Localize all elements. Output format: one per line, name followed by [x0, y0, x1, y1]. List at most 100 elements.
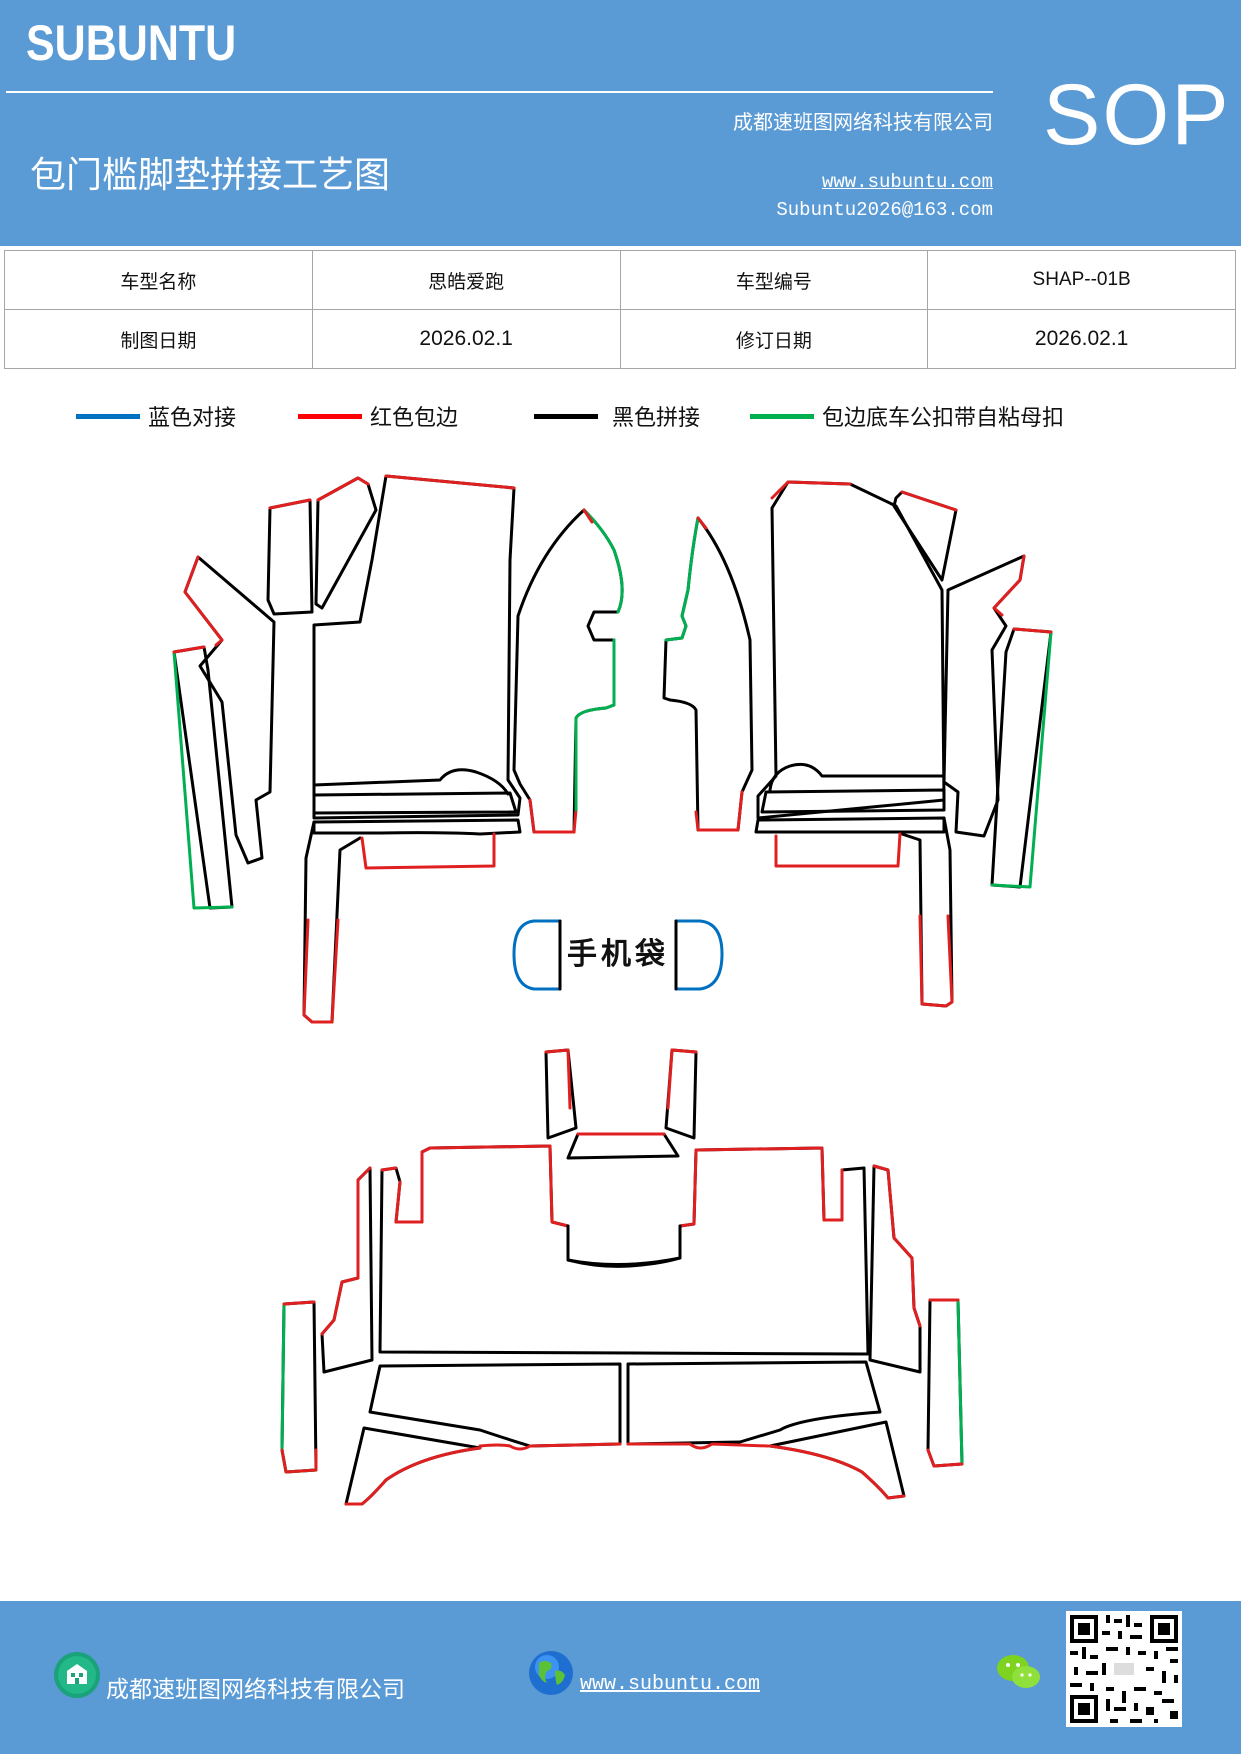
green-edge [956, 1298, 964, 1466]
legend-label: 黑色拼接 [612, 406, 701, 431]
red-edge [678, 1146, 844, 1228]
mat-piece [320, 1166, 374, 1374]
green-edge [280, 1302, 318, 1474]
header-company: 成都速班图网络科技有限公司 [733, 110, 993, 134]
red-edge [528, 798, 578, 834]
red-edge [992, 554, 1026, 617]
mat-piece [544, 1048, 578, 1140]
red-edge [268, 498, 312, 510]
header-banner: SUBUNTU 成都速班图网络科技有限公司 包门槛脚垫拼接工艺图 www.sub… [0, 0, 1241, 246]
sop-label: SOP [1043, 67, 1231, 163]
blue-edge [674, 919, 724, 991]
front-right-mat-group [662, 480, 1053, 1008]
color-legend: 蓝色对接 红色包边 黑色拼接 包边底车公扣带自粘母扣 [0, 400, 1241, 440]
revision-date-value: 2026.02.1 [927, 309, 1236, 369]
red-edge [666, 1048, 698, 1110]
legend-label: 蓝色对接 [148, 406, 237, 431]
vehicle-code-value: SHAP--01B [927, 250, 1236, 310]
red-edge [768, 1444, 906, 1500]
mat-piece [378, 1166, 870, 1356]
green-edge [664, 516, 700, 642]
legend-swatch [298, 413, 362, 419]
vehicle-code-label: 车型编号 [619, 250, 929, 310]
header-divider [6, 91, 993, 93]
mat-piece [626, 1360, 882, 1446]
red-edge [696, 516, 708, 530]
footer-website-link[interactable]: www.subuntu.com [580, 1673, 761, 1696]
globe-icon [529, 1651, 573, 1695]
red-edge [1012, 627, 1053, 634]
red-edge [280, 1448, 318, 1474]
drawing-date-value: 2026.02.1 [311, 309, 621, 369]
legend-item-red: 红色包边 [298, 400, 458, 432]
qr-code-pattern [1066, 1611, 1182, 1727]
phone-bag-label: 手机袋 [567, 937, 669, 972]
mat-piece [380, 1144, 866, 1268]
table-row: 制图日期 2026.02.1 修订日期 2026.02.1 [4, 309, 1236, 369]
mat-piece [926, 1298, 964, 1468]
brand-logo: SUBUNTU [26, 15, 237, 71]
mat-piece [280, 1300, 318, 1474]
mat-piece [266, 498, 314, 616]
green-edge [990, 630, 1053, 889]
mat-piece [892, 490, 958, 582]
red-edge [478, 1442, 622, 1451]
mat-piece [942, 554, 1026, 838]
mat-piece [312, 818, 522, 836]
red-edge [360, 832, 496, 870]
mat-piece [760, 788, 946, 814]
vehicle-name-label: 车型名称 [4, 250, 313, 310]
mat-pattern-drawing: 手机袋 [172, 474, 1053, 1506]
building-icon [54, 1652, 100, 1698]
revision-date-label: 修订日期 [619, 309, 929, 369]
red-edge [282, 1300, 316, 1306]
red-edge [316, 476, 370, 502]
header-email: Subuntu2026@163.com [776, 199, 993, 221]
mat-piece [566, 1132, 680, 1160]
mat-piece [756, 480, 946, 820]
legend-swatch [534, 413, 598, 419]
red-edge [918, 914, 954, 1008]
red-edge [926, 1448, 964, 1468]
mat-piece [900, 816, 954, 1008]
drawing-date-label: 制图日期 [4, 309, 313, 369]
green-edge [172, 650, 234, 910]
legend-label: 包边底车公扣带自粘母扣 [822, 406, 1065, 431]
legend-item-blue: 蓝色对接 [76, 400, 236, 432]
qr-code[interactable] [1066, 1611, 1182, 1727]
red-edge [394, 1144, 570, 1228]
legend-item-black: 黑色拼接 [534, 400, 700, 432]
mat-piece [990, 627, 1053, 889]
mat-piece [302, 820, 362, 1024]
rear-mat-group [280, 1048, 964, 1506]
mat-piece [312, 474, 522, 820]
mat-piece [566, 1224, 682, 1267]
red-edge [172, 645, 206, 654]
red-edge [626, 1442, 770, 1450]
front-left-mat-group [172, 474, 624, 1024]
red-edge [582, 508, 594, 524]
mat-piece [768, 762, 944, 792]
legend-swatch [76, 413, 140, 419]
table-row: 车型名称 思皓爱跑 车型编号 SHAP--01B [4, 250, 1236, 310]
red-edge [872, 1164, 922, 1328]
wechat-icon[interactable] [996, 1653, 1042, 1693]
footer-company: 成都速班图网络科技有限公司 [106, 1677, 405, 1703]
phone-bag: 手机袋 [512, 919, 724, 991]
red-edge [774, 832, 902, 868]
red-edge [344, 1446, 482, 1506]
mat-piece [662, 516, 754, 832]
mat-piece [312, 791, 518, 815]
vehicle-info-table: 车型名称 思皓爱跑 车型编号 SHAP--01B 制图日期 2026.02.1 … [4, 250, 1236, 369]
mat-piece [512, 508, 624, 834]
mat-piece [368, 1362, 622, 1448]
red-edge [384, 474, 516, 490]
red-edge [900, 490, 958, 512]
vehicle-name-value: 思皓爱跑 [311, 250, 621, 310]
legend-label: 红色包边 [370, 406, 459, 431]
red-edge [183, 555, 224, 647]
red-edge [694, 790, 744, 832]
green-edge [574, 638, 616, 812]
red-edge [302, 918, 340, 1024]
header-website-link[interactable]: www.subuntu.com [821, 171, 993, 193]
